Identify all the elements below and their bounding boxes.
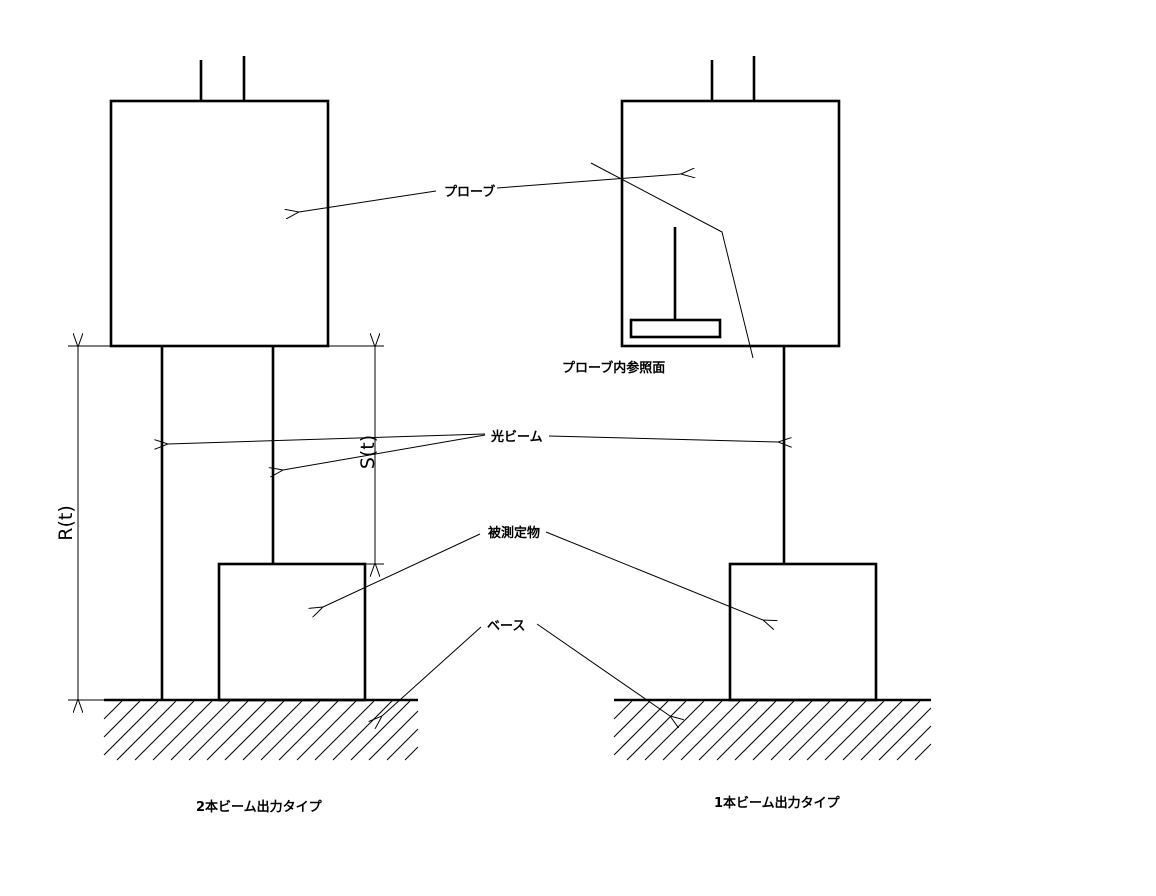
light-beam-label: 光ビーム	[490, 429, 543, 445]
right-probe-body	[620, 99, 841, 348]
hatch-line	[206, 700, 267, 761]
light-beam-leader-2	[283, 434, 486, 470]
hatch-line	[242, 700, 303, 761]
hatch-line	[103, 700, 123, 720]
hatch-line	[152, 700, 213, 761]
hatch-line	[698, 700, 759, 761]
left-measured-object	[217, 562, 367, 702]
hatch-line	[613, 700, 633, 720]
left-probe-body	[109, 99, 330, 348]
hatch-line	[626, 700, 687, 761]
hatch-line	[260, 700, 321, 761]
measured-object-label: 被測定物	[487, 525, 540, 541]
light-beam-leader-1	[168, 433, 486, 444]
hatch-line	[788, 700, 849, 761]
right-base-hatch	[613, 700, 932, 761]
hatch-line	[170, 700, 231, 761]
one-beam-type-caption: 1本ビーム出力タイプ	[714, 795, 841, 811]
hatch-line	[644, 700, 705, 761]
probe-leader-right	[496, 174, 681, 189]
hatch-line	[806, 700, 867, 761]
right-measured-object	[728, 562, 878, 702]
hatch-line	[332, 700, 393, 761]
hatch-line	[613, 700, 669, 756]
reference-surface-plate	[629, 318, 722, 339]
hatch-line	[134, 700, 195, 761]
probe-reference-surface-label: プローブ内参照面	[562, 360, 665, 376]
two-beam-type-caption: 2本ビーム出力タイプ	[196, 799, 323, 815]
light-beam-leader-3	[548, 435, 778, 442]
hatch-line	[314, 700, 375, 761]
measured-object-leader-left	[323, 533, 481, 607]
hatch-line	[350, 700, 411, 761]
r-dimension: R(t)	[55, 346, 162, 700]
s-dimension-label: S(t)	[357, 435, 379, 469]
hatch-line	[386, 728, 419, 761]
hatch-line	[224, 700, 285, 761]
r-dimension-label: R(t)	[55, 505, 77, 540]
hatch-line	[860, 700, 921, 761]
s-dimension: S(t)	[328, 346, 384, 564]
base-leader-left	[382, 626, 482, 716]
two-beam-probe	[109, 56, 330, 348]
hatch-line	[296, 700, 357, 761]
hatch-line	[842, 700, 903, 761]
hatch-line	[716, 700, 777, 761]
hatch-line	[878, 707, 932, 761]
hatch-line	[278, 700, 339, 761]
hatch-line	[662, 700, 723, 761]
hatch-line	[896, 725, 932, 761]
reference-surface-leader	[590, 162, 754, 359]
hatch-line	[752, 700, 813, 761]
probe-label: プローブ	[444, 184, 495, 200]
hatch-line	[824, 700, 885, 761]
one-beam-probe	[620, 56, 841, 348]
hatch-line	[734, 700, 795, 761]
hatch-line	[116, 700, 177, 761]
left-base-hatch	[103, 700, 419, 761]
measured-object-leader-right	[545, 531, 763, 620]
base-leader-right	[536, 623, 670, 716]
base-label: ベース	[487, 619, 525, 634]
hatch-line	[404, 746, 419, 761]
hatch-line	[770, 700, 831, 761]
hatch-line	[103, 700, 159, 756]
hatch-line	[680, 700, 741, 761]
hatch-line	[914, 743, 932, 761]
hatch-line	[103, 700, 141, 738]
hatch-line	[368, 710, 419, 761]
hatch-line	[188, 700, 249, 761]
hatch-line	[613, 700, 651, 738]
probe-leader-left	[299, 190, 437, 212]
